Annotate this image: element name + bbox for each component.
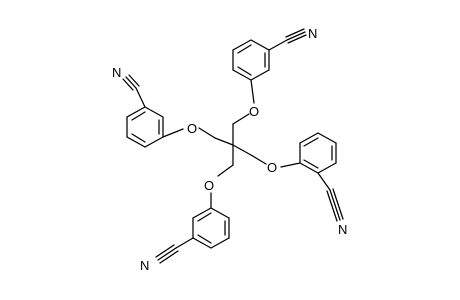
bond bbox=[250, 69, 270, 81]
ether-o-label: O bbox=[267, 160, 277, 175]
bond bbox=[198, 127, 216, 139]
bond bbox=[122, 78, 134, 91]
bond bbox=[280, 162, 301, 168]
nitrile-n-label: N bbox=[308, 26, 317, 41]
bond bbox=[232, 144, 252, 156]
bond bbox=[126, 106, 146, 118]
bond bbox=[268, 39, 288, 51]
bond bbox=[250, 154, 267, 165]
bond bbox=[232, 113, 250, 125]
bond bbox=[303, 137, 319, 147]
bond bbox=[175, 237, 194, 249]
bond bbox=[326, 190, 338, 222]
bond bbox=[299, 132, 319, 144]
bond bbox=[232, 69, 252, 81]
bond bbox=[125, 76, 137, 89]
bond bbox=[299, 162, 319, 174]
bond bbox=[210, 237, 230, 249]
bond bbox=[217, 164, 234, 177]
bond bbox=[126, 136, 146, 148]
bond bbox=[232, 39, 252, 51]
bond bbox=[317, 172, 331, 191]
bond bbox=[144, 136, 164, 148]
ring-bottom bbox=[155, 207, 230, 264]
bond bbox=[192, 237, 212, 249]
ring-top bbox=[232, 28, 307, 104]
ether-o-label: O bbox=[249, 104, 259, 119]
bond bbox=[237, 44, 252, 54]
bond bbox=[250, 79, 255, 104]
bond bbox=[237, 66, 252, 76]
bond bbox=[332, 188, 344, 220]
bond bbox=[131, 111, 146, 121]
nitrile-n-label: N bbox=[112, 65, 121, 80]
bond bbox=[250, 39, 270, 51]
bond bbox=[317, 162, 337, 174]
bond bbox=[162, 128, 184, 138]
bond bbox=[197, 234, 212, 244]
nitrile-n-label: N bbox=[140, 258, 149, 273]
bond bbox=[317, 132, 337, 144]
bond bbox=[210, 207, 230, 219]
bond bbox=[155, 244, 175, 258]
ring-right bbox=[299, 132, 344, 222]
bond bbox=[285, 28, 305, 38]
bond bbox=[286, 31, 306, 41]
bond bbox=[214, 137, 234, 146]
bond bbox=[303, 159, 319, 169]
bond bbox=[329, 189, 341, 221]
bond bbox=[192, 207, 212, 219]
ring-left bbox=[122, 74, 184, 148]
bond bbox=[197, 212, 212, 222]
bond bbox=[135, 87, 146, 108]
bond bbox=[287, 34, 307, 44]
bond bbox=[144, 106, 164, 118]
bond bbox=[159, 250, 179, 264]
ether-o-label: O bbox=[204, 178, 214, 193]
bond bbox=[131, 133, 146, 143]
bond bbox=[157, 247, 177, 261]
nitrile-n-label: N bbox=[338, 222, 347, 237]
ether-o-label: O bbox=[187, 121, 197, 136]
bond bbox=[128, 74, 140, 87]
